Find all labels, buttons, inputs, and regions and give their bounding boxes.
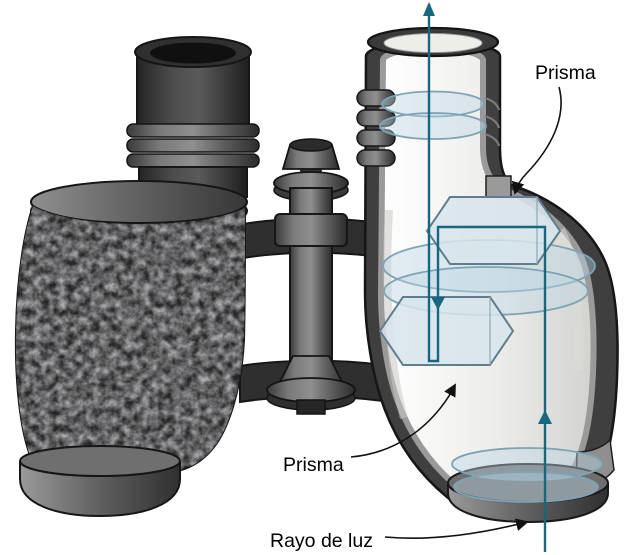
right-eyepiece-rib — [356, 89, 396, 107]
shell-cut-notch — [485, 175, 512, 198]
ray-label: Rayo de luz — [270, 530, 373, 552]
right-eyepiece-rib — [356, 129, 396, 147]
right-eyepiece-opening — [383, 33, 483, 53]
grip-texture — [15, 206, 245, 473]
eyepiece-lens-1 — [381, 90, 485, 118]
left-objective-rim — [19, 445, 181, 477]
focus-ring-ridge — [126, 153, 260, 168]
prism-top-label: Prisma — [535, 62, 596, 84]
focus-ring-ridge — [126, 123, 260, 138]
hinge-base-stem — [296, 399, 326, 415]
left-eyepiece-opening — [150, 42, 236, 64]
left-eyepiece — [126, 36, 260, 198]
right-eyepiece-rib-lines — [484, 96, 501, 147]
interior-shade-right — [555, 227, 584, 371]
right-eyepiece-rib — [356, 149, 396, 167]
right-eyepiece-rib — [356, 109, 396, 127]
prism-top-leader-arrow — [511, 86, 562, 195]
upper-prism — [425, 196, 562, 265]
focus-ring-ridge — [126, 138, 260, 153]
annotations: Prisma Prisma Rayo de luz — [270, 62, 596, 552]
center-hinge — [266, 138, 356, 415]
ray-arrow-down-icon — [431, 297, 445, 310]
hinge-base-top — [266, 377, 356, 403]
ray-arrow-exit-up-icon — [423, 2, 435, 16]
light-ray — [423, 2, 552, 552]
left-barrel — [14, 36, 260, 518]
objective-lens-2 — [453, 471, 599, 503]
light-ray-path — [427, 4, 547, 552]
eyepiece-lens-2 — [379, 112, 487, 140]
right-interior-cut-edge — [377, 44, 597, 507]
hinge-upper-collar — [274, 213, 348, 247]
hinge-knob-top — [289, 138, 333, 152]
ray-arrow-entry-up-icon — [538, 410, 552, 424]
ray-leader-arrow — [384, 518, 529, 540]
prism-bottom-leader-arrow — [350, 383, 456, 458]
prism-bottom-label: Prisma — [283, 454, 344, 476]
lower-prism — [378, 296, 515, 366]
objective-lens-1 — [451, 447, 603, 481]
